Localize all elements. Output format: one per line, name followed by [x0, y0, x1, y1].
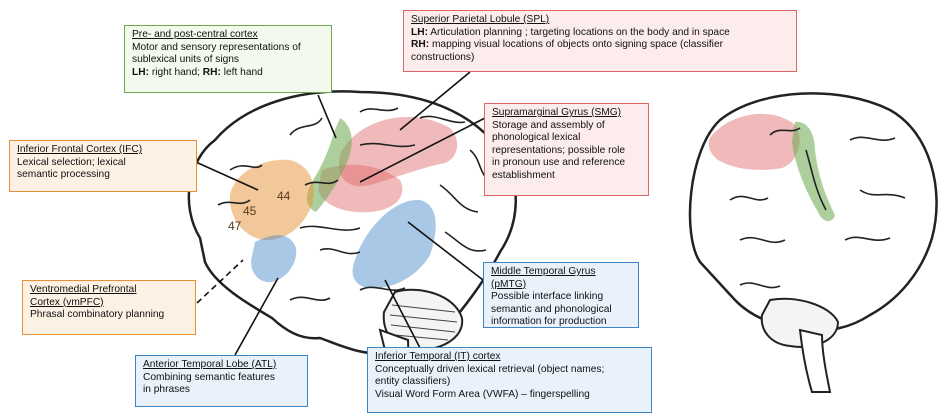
right-brainstem [798, 328, 832, 393]
box-pmtg-line: Possible interface linking [491, 291, 604, 303]
connector-arrows [196, 71, 486, 356]
box-pre-post-central-title: Pre- and post-central cortex [132, 29, 258, 40]
left-region-temporal [352, 199, 436, 289]
brodmann-area-45: 45 [243, 204, 257, 218]
arrow-spl [399, 71, 471, 131]
box-supramarginal-gyrus: Supramarginal Gyrus (SMG) Storage and as… [484, 103, 649, 196]
box-vmpfc-line: Phrasal combinatory planning [30, 309, 165, 321]
lh-text: Articulation planning ; targeting locati… [427, 26, 730, 38]
box-pre-post-central-hands: LH: right hand; RH: left hand [132, 67, 324, 80]
left-region-spl [339, 116, 458, 187]
box-spl-rh: RH: mapping visual locations of objects … [411, 39, 789, 52]
box-pmtg-line: information for production [491, 316, 607, 328]
right-brain [688, 92, 938, 393]
lh-label: LH: [132, 66, 149, 78]
box-it-line: Visual Word Form Area (VWFA) – fingerspe… [375, 388, 590, 400]
box-spl-title: Superior Parietal Lobule (SPL) [411, 14, 550, 25]
box-smg-line: Storage and assembly of [492, 119, 605, 131]
box-inferior-frontal-cortex: Inferior Frontal Cortex (IFC) Lexical se… [9, 140, 197, 192]
box-vmpfc-title: Cortex (vmPFC) [30, 296, 104, 308]
rh-text: mapping visual locations of objects onto… [429, 39, 724, 51]
rh-label: RH: [202, 66, 221, 78]
brodmann-area-47: 47 [228, 219, 242, 233]
rh-label: RH: [411, 39, 430, 51]
left-region-precentral [307, 118, 352, 212]
box-atl-line: Combining semantic features [143, 371, 275, 383]
box-pmtg-title: Middle Temporal Gyrus (pMTG) [491, 266, 596, 290]
box-middle-temporal-gyrus: Middle Temporal Gyrus (pMTG) Possible in… [483, 262, 639, 328]
box-spl-lh: LH: Articulation planning ; targeting lo… [411, 27, 789, 40]
box-ifc-title: Inferior Frontal Cortex (IFC) [17, 144, 143, 155]
box-smg-line: establishment [492, 169, 555, 181]
left-region-atl [251, 235, 297, 283]
arrow-ifc [197, 162, 259, 191]
box-anterior-temporal-lobe: Anterior Temporal Lobe (ATL) Combining s… [135, 355, 308, 407]
box-it-title: Inferior Temporal (IT) cortex [375, 351, 501, 362]
box-atl-line: in phrases [143, 384, 191, 396]
arrow-atl [234, 277, 279, 356]
right-region-precentral [792, 121, 835, 222]
right-brain-gyri [729, 127, 906, 289]
left-brain-outline [187, 90, 517, 355]
box-ifc-line: semantic processing [17, 169, 110, 181]
box-atl-title: Anterior Temporal Lobe (ATL) [143, 359, 277, 370]
box-smg-line: phonological lexical [492, 132, 581, 144]
box-ventromedial-prefrontal-cortex: Ventromedial Prefrontal Cortex (vmPFC) P… [22, 280, 196, 335]
box-it-line: Conceptually driven lexical retrieval (o… [375, 363, 605, 375]
arrow-vmpfc [196, 259, 244, 304]
box-smg-line: in pronoun use and reference [492, 157, 626, 169]
brodmann-area-44: 44 [277, 189, 291, 203]
box-vmpfc-title: Ventromedial Prefrontal [30, 284, 137, 295]
right-region-spl [708, 113, 800, 170]
left-region-ifc [229, 159, 314, 241]
box-spl-rh-cont: constructions) [411, 51, 475, 63]
rh-text: left hand [220, 66, 263, 78]
arrow-precentral [317, 94, 337, 139]
lh-text: right hand; [148, 66, 203, 78]
box-superior-parietal-lobule: Superior Parietal Lobule (SPL) LH: Artic… [403, 10, 797, 72]
box-ifc-line: Lexical selection; lexical [17, 156, 126, 168]
box-pmtg-line: semantic and phonological [491, 303, 612, 315]
box-pre-post-central-line: sublexical units of signs [132, 54, 240, 66]
box-smg-title: Supramarginal Gyrus (SMG) [492, 107, 622, 118]
box-pre-post-central-line: Motor and sensory representations of [132, 41, 301, 53]
left-brain-gyri [217, 107, 493, 301]
box-inferior-temporal-cortex: Inferior Temporal (IT) cortex Conceptual… [367, 347, 652, 413]
arrow-it [384, 279, 421, 349]
arrow-pmtg [407, 221, 484, 281]
box-it-line: entity classifiers) [375, 376, 451, 388]
arrow-smg [359, 117, 486, 183]
box-pre-post-central-cortex: Pre- and post-central cortex Motor and s… [124, 25, 332, 93]
box-smg-line: representations; possible role [492, 144, 626, 156]
left-cerebellum-folds [389, 304, 458, 341]
lh-label: LH: [411, 26, 428, 38]
left-brain: 47 45 44 [187, 90, 517, 393]
